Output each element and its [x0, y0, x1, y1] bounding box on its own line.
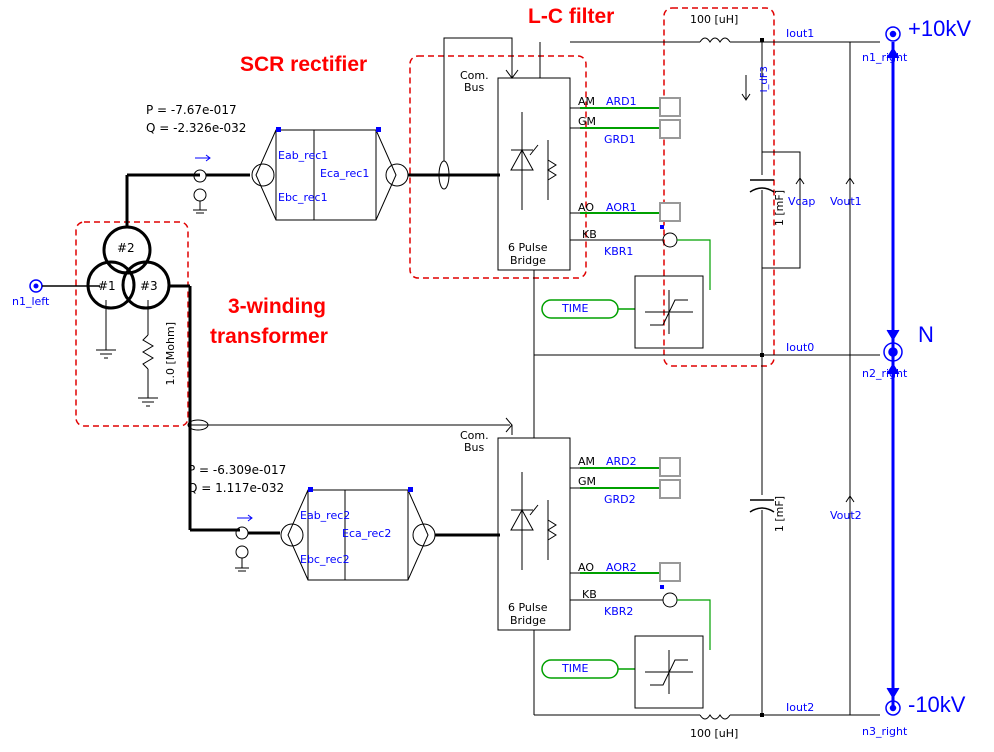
- winding-1-label: #1: [98, 279, 116, 293]
- top-kb-label: KB: [582, 228, 597, 241]
- bottom-ao-label: AO: [578, 561, 594, 574]
- top-gm-label: GM: [578, 115, 597, 128]
- top-eca-label: Eca_rec1: [320, 167, 370, 180]
- node-n1-right: [885, 26, 901, 42]
- bottom-kbr-label: KBR2: [604, 605, 634, 618]
- rectifier-highlight: [409, 55, 587, 279]
- bottom-ebc-label: Ebc_rec2: [300, 553, 350, 566]
- node-n3-right-label: n3_right: [862, 725, 908, 738]
- winding-3-label: #3: [140, 279, 158, 293]
- bottom-limiter-block: [634, 635, 704, 709]
- bottom-am-label: AM: [578, 455, 596, 468]
- filter-current-label: I_dF3: [759, 66, 770, 93]
- top-signal-boxes: [659, 97, 681, 222]
- vout2-label: Vout2: [830, 509, 862, 522]
- scr-rectifier-label: SCR rectifier: [240, 53, 368, 76]
- resistor-label: 1.0 [Mohm]: [164, 322, 177, 386]
- bottom-bus-label: Bus: [464, 441, 485, 454]
- vout1-label: Vout1: [830, 195, 862, 208]
- node-n3-right: [885, 700, 901, 716]
- bottom-capacitor-label: 1 [mF]: [773, 496, 786, 533]
- top-bus-label: Bus: [464, 81, 485, 94]
- node-n2-right: [883, 342, 903, 362]
- top-time-label: TIME: [562, 302, 589, 315]
- bottom-power-q: Q = 1.117e-032: [188, 481, 285, 495]
- three-winding-transformer: [86, 225, 171, 310]
- node-n1-right-label: n1_right: [862, 51, 908, 64]
- vcap-label: Vcap: [788, 195, 816, 208]
- voltage-neutral-label: N: [918, 322, 934, 347]
- voltage-neg-label: -10kV: [908, 692, 966, 717]
- bottom-eab-label: Eab_rec2: [300, 509, 351, 522]
- transformer-highlight: [75, 221, 189, 427]
- bottom-eca-label: Eca_rec2: [342, 527, 392, 540]
- lc-filter-label: L-C filter: [528, 5, 615, 28]
- transformer-label-2: transformer: [210, 325, 328, 348]
- winding-2-label: #2: [117, 241, 135, 255]
- node-n2-right-label: n2_right: [862, 367, 908, 380]
- top-power-q: Q = -2.326e-032: [146, 121, 247, 135]
- voltage-pos-label: +10kV: [908, 16, 971, 41]
- bottom-time-label: TIME: [562, 662, 589, 675]
- top-capacitor-label: 1 [mF]: [773, 190, 786, 227]
- iout1-label: Iout1: [786, 27, 815, 40]
- node-n1-left-label: n1_left: [12, 295, 50, 308]
- bottom-bridge-title-1: 6 Pulse: [508, 601, 548, 614]
- top-bridge-title-2: Bridge: [510, 254, 546, 267]
- top-ao-label: AO: [578, 201, 594, 214]
- bottom-signal-boxes: [659, 457, 681, 582]
- bottom-ard-label: ARD2: [606, 455, 637, 468]
- top-power-p: P = -7.67e-017: [146, 103, 237, 117]
- node-n1-left: [29, 279, 43, 293]
- bottom-grd-label: GRD2: [604, 493, 636, 506]
- bottom-inductor-label: 100 [uH]: [690, 727, 739, 740]
- bottom-power-p: P = -6.309e-017: [188, 463, 287, 477]
- top-ebc-label: Ebc_rec1: [278, 191, 328, 204]
- top-kbr-label: KBR1: [604, 245, 634, 258]
- top-bridge-title-1: 6 Pulse: [508, 241, 548, 254]
- iout0-label: Iout0: [786, 341, 815, 354]
- transformer-label-1: 3-winding: [228, 295, 326, 318]
- top-grd-label: GRD1: [604, 133, 636, 146]
- top-limiter-block: [634, 275, 704, 349]
- iout2-label: Iout2: [786, 701, 815, 714]
- bottom-com-label: Com.: [460, 429, 489, 442]
- top-eab-label: Eab_rec1: [278, 149, 329, 162]
- bottom-gm-label: GM: [578, 475, 597, 488]
- top-am-label: AM: [578, 95, 596, 108]
- top-aor-label: AOR1: [606, 201, 637, 214]
- top-com-label: Com.: [460, 69, 489, 82]
- bottom-meter: [235, 526, 249, 572]
- bottom-bridge-title-2: Bridge: [510, 614, 546, 627]
- top-ard-label: ARD1: [606, 95, 637, 108]
- top-inductor-label: 100 [uH]: [690, 13, 739, 26]
- bottom-aor-label: AOR2: [606, 561, 637, 574]
- bottom-kb-label: KB: [582, 588, 597, 601]
